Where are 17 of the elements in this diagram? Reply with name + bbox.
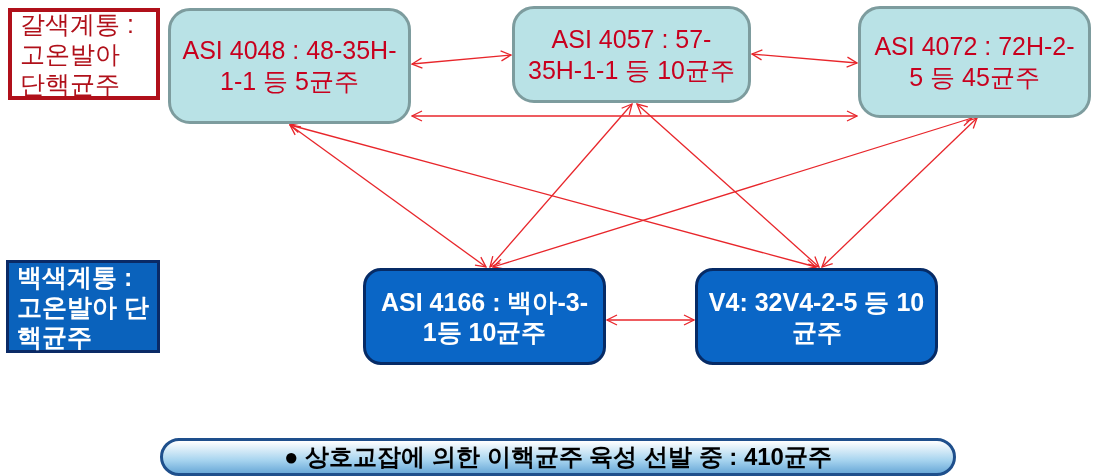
double-arrow — [751, 49, 858, 68]
strain-box: ASI 4057 : 57-35H-1-1 등 10균주 — [512, 6, 751, 103]
strain-box: ASI 4166 : 백아-3-1등 10균주 — [363, 268, 606, 365]
strain-box: V4: 32V4-2-5 등 10균주 — [695, 268, 938, 365]
double-arrow — [289, 124, 487, 268]
double-arrow — [606, 314, 695, 326]
summary-banner: ● 상호교잡에 의한 이핵균주 육성 선발 중 : 410균주 — [160, 438, 956, 476]
category-label-box: 백색계통 : 고온발아 단핵균주 — [6, 260, 160, 353]
strain-box: ASI 4072 : 72H-2-5 등 45균주 — [858, 6, 1091, 118]
double-arrow — [821, 117, 978, 268]
double-arrow — [636, 103, 820, 268]
strain-box: ASI 4048 : 48-35H-1-1 등 5균주 — [168, 8, 411, 124]
double-arrow — [289, 122, 817, 270]
category-label-box: 갈색계통 : 고온발아 단핵균주 — [8, 8, 160, 100]
double-arrow — [489, 103, 633, 268]
double-arrow — [411, 50, 512, 69]
double-arrow — [411, 110, 858, 122]
